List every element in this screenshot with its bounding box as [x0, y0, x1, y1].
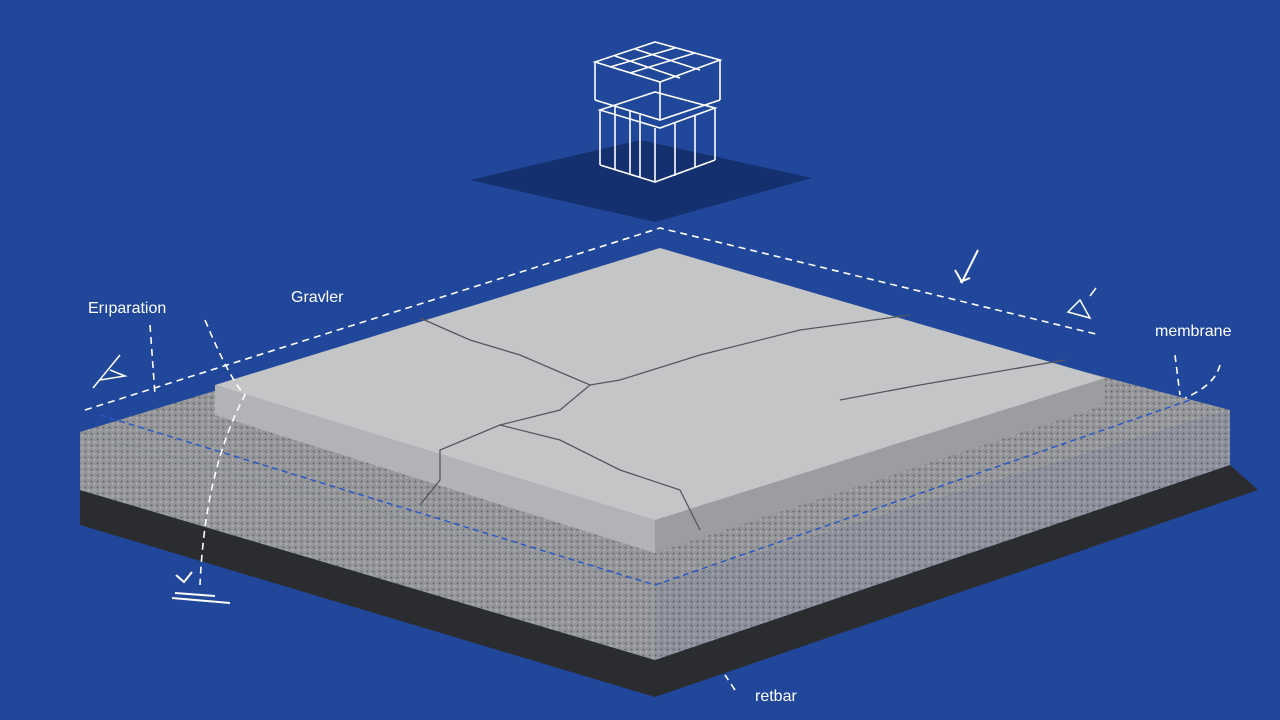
- label-rebar: retbar: [755, 688, 797, 705]
- slab-side-left: [215, 385, 655, 553]
- base-layer: [80, 465, 1258, 697]
- slab-cracks: [419, 314, 1066, 531]
- wireframe-cube-icon: [592, 41, 723, 183]
- slab-side-right: [655, 378, 1105, 553]
- gravel-layer-side-left: [80, 432, 655, 660]
- label-separation: Erıparation: [88, 300, 167, 317]
- dashed-guides: [84, 227, 1221, 691]
- checkmark-icon: [171, 249, 979, 604]
- gravel-layer-side-right: [655, 410, 1230, 660]
- cube-shadow: [470, 140, 812, 222]
- slab-top: [215, 248, 1105, 520]
- label-membrane: membrane: [1155, 323, 1232, 340]
- triangle-marker-icon: [92, 287, 1097, 389]
- membrane-dashed-line: [99, 399, 1191, 586]
- label-gravel: Gravler: [291, 289, 344, 306]
